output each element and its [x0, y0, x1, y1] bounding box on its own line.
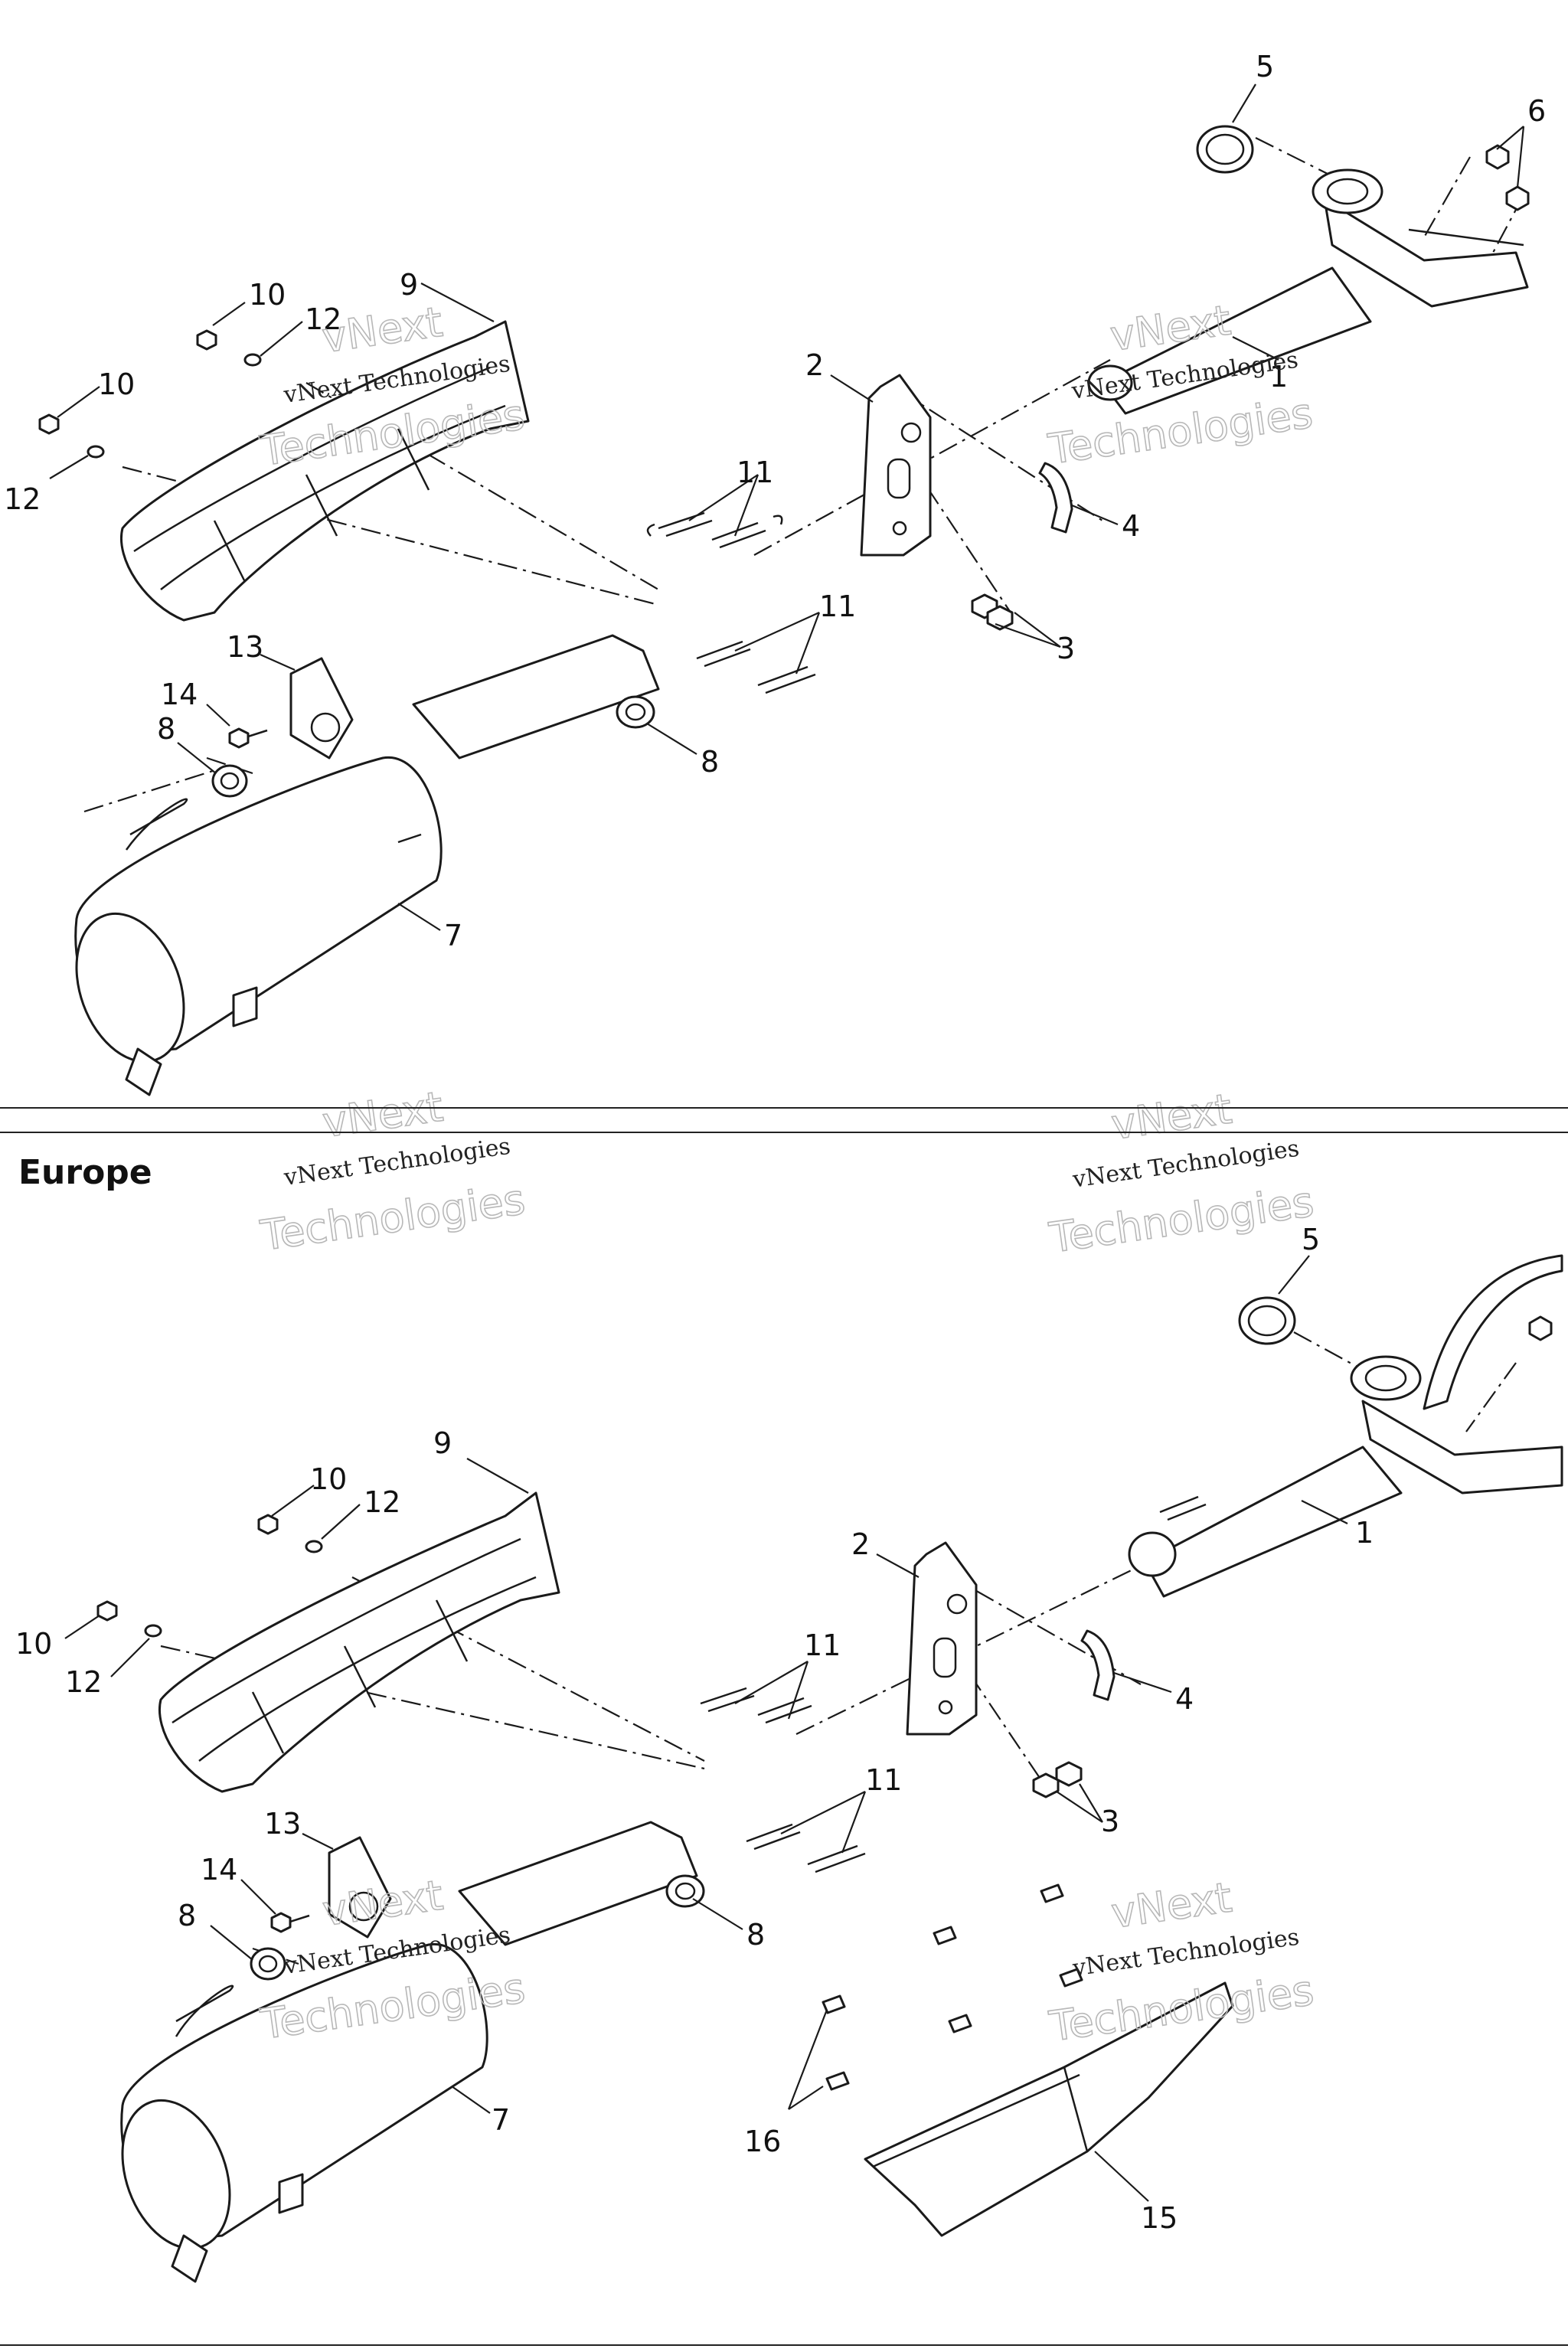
svg-text:vNext: vNext [319, 1083, 446, 1147]
muffler-bracket-upper [228, 657, 354, 760]
callout-12: 12 [305, 302, 341, 336]
callout-11: 11 [737, 456, 773, 489]
callout-3: 3 [1057, 632, 1075, 665]
heat-shield [158, 1491, 560, 1793]
watermark-4: vNext vNext Technologies Technologies [1046, 1084, 1318, 1263]
callout-6: 6 [1527, 94, 1546, 128]
page-bottom-rule [0, 2344, 1568, 2346]
callout-8: 8 [701, 745, 719, 779]
svg-text:vNext: vNext [1109, 1873, 1235, 1937]
callout-3: 3 [1101, 1805, 1119, 1838]
watermark-6: vNext vNext Technologies Technologies [1046, 1873, 1318, 2052]
front-exhaust-pipe [1087, 168, 1529, 415]
springs-lower [700, 1687, 866, 1873]
callout-5: 5 [1302, 1223, 1320, 1256]
callout-7: 7 [492, 2103, 510, 2137]
callout-9: 9 [433, 1426, 452, 1460]
bracket-bolts [971, 593, 1014, 631]
callout-13: 13 [227, 630, 263, 664]
callout-8: 8 [157, 712, 175, 746]
callout-5: 5 [1256, 50, 1274, 83]
muffler [120, 1821, 698, 2283]
callout-2: 2 [851, 1527, 870, 1561]
callout-1: 1 [1355, 1516, 1374, 1550]
section-divider-bottom [0, 1132, 1568, 1133]
callout-numbers-lower: 5 1 2 4 3 11 11 8 7 9 10 12 10 12 13 14 … [15, 1223, 1374, 2235]
under-shield [864, 1981, 1234, 2237]
section-title: Europe [18, 1153, 152, 1192]
callout-11: 11 [819, 590, 856, 623]
callout-14: 14 [161, 678, 198, 711]
retaining-clips [822, 1883, 1083, 2091]
callout-13: 13 [264, 1807, 301, 1841]
callout-2: 2 [805, 348, 824, 382]
svg-text:vNext: vNext [1109, 1084, 1235, 1148]
grommets-upper [211, 695, 655, 798]
springs-upper [646, 511, 816, 694]
callout-15: 15 [1141, 2201, 1178, 2235]
upper-diagram: 5 6 1 2 4 3 11 11 8 7 9 10 12 10 12 13 1… [4, 50, 1546, 1096]
mounting-bracket [860, 374, 932, 557]
callout-8: 8 [746, 1918, 765, 1952]
screws-washers-upper [38, 329, 262, 459]
muffler [74, 634, 660, 1096]
callout-16: 16 [744, 2125, 781, 2158]
callout-11: 11 [804, 1628, 841, 1662]
callout-11: 11 [865, 1763, 902, 1797]
screws-washers-lower [96, 1514, 323, 1638]
heat-shield [120, 320, 530, 622]
callout-10: 10 [15, 1627, 52, 1661]
gasket-ring [1196, 125, 1254, 174]
flange-nuts [1485, 144, 1530, 211]
callout-12: 12 [65, 1665, 102, 1699]
callout-12: 12 [4, 482, 41, 516]
callout-numbers-upper: 5 6 1 2 4 3 11 11 8 7 9 10 12 10 12 13 1… [4, 50, 1546, 952]
callout-10: 10 [249, 278, 286, 312]
callout-leaders-lower [64, 1255, 1348, 2202]
mounting-bracket [906, 1541, 978, 1736]
callout-8: 8 [178, 1899, 196, 1932]
section-divider-top [0, 1107, 1568, 1109]
callout-7: 7 [444, 919, 462, 952]
front-exhaust-pipe [1128, 1254, 1563, 1598]
callout-9: 9 [400, 268, 418, 302]
muffler-bracket-lower [270, 1836, 392, 1939]
callout-14: 14 [201, 1853, 237, 1886]
callout-4: 4 [1175, 1682, 1194, 1716]
gasket-ring [1238, 1296, 1296, 1345]
callout-10: 10 [98, 368, 135, 401]
bracket-bolts [1032, 1761, 1083, 1798]
bent-tube [1080, 1629, 1116, 1701]
callout-leaders-upper [49, 83, 1525, 931]
flange-nuts [1528, 1315, 1553, 1341]
lower-diagram: 5 1 2 4 3 11 11 8 7 9 10 12 10 12 13 14 … [15, 1223, 1563, 2283]
callout-10: 10 [310, 1462, 347, 1496]
callout-4: 4 [1122, 509, 1140, 543]
watermark-3: vNext vNext Technologies Technologies [256, 1082, 528, 1261]
bent-tube [1038, 462, 1073, 534]
callout-1: 1 [1269, 360, 1288, 394]
callout-12: 12 [364, 1485, 400, 1519]
